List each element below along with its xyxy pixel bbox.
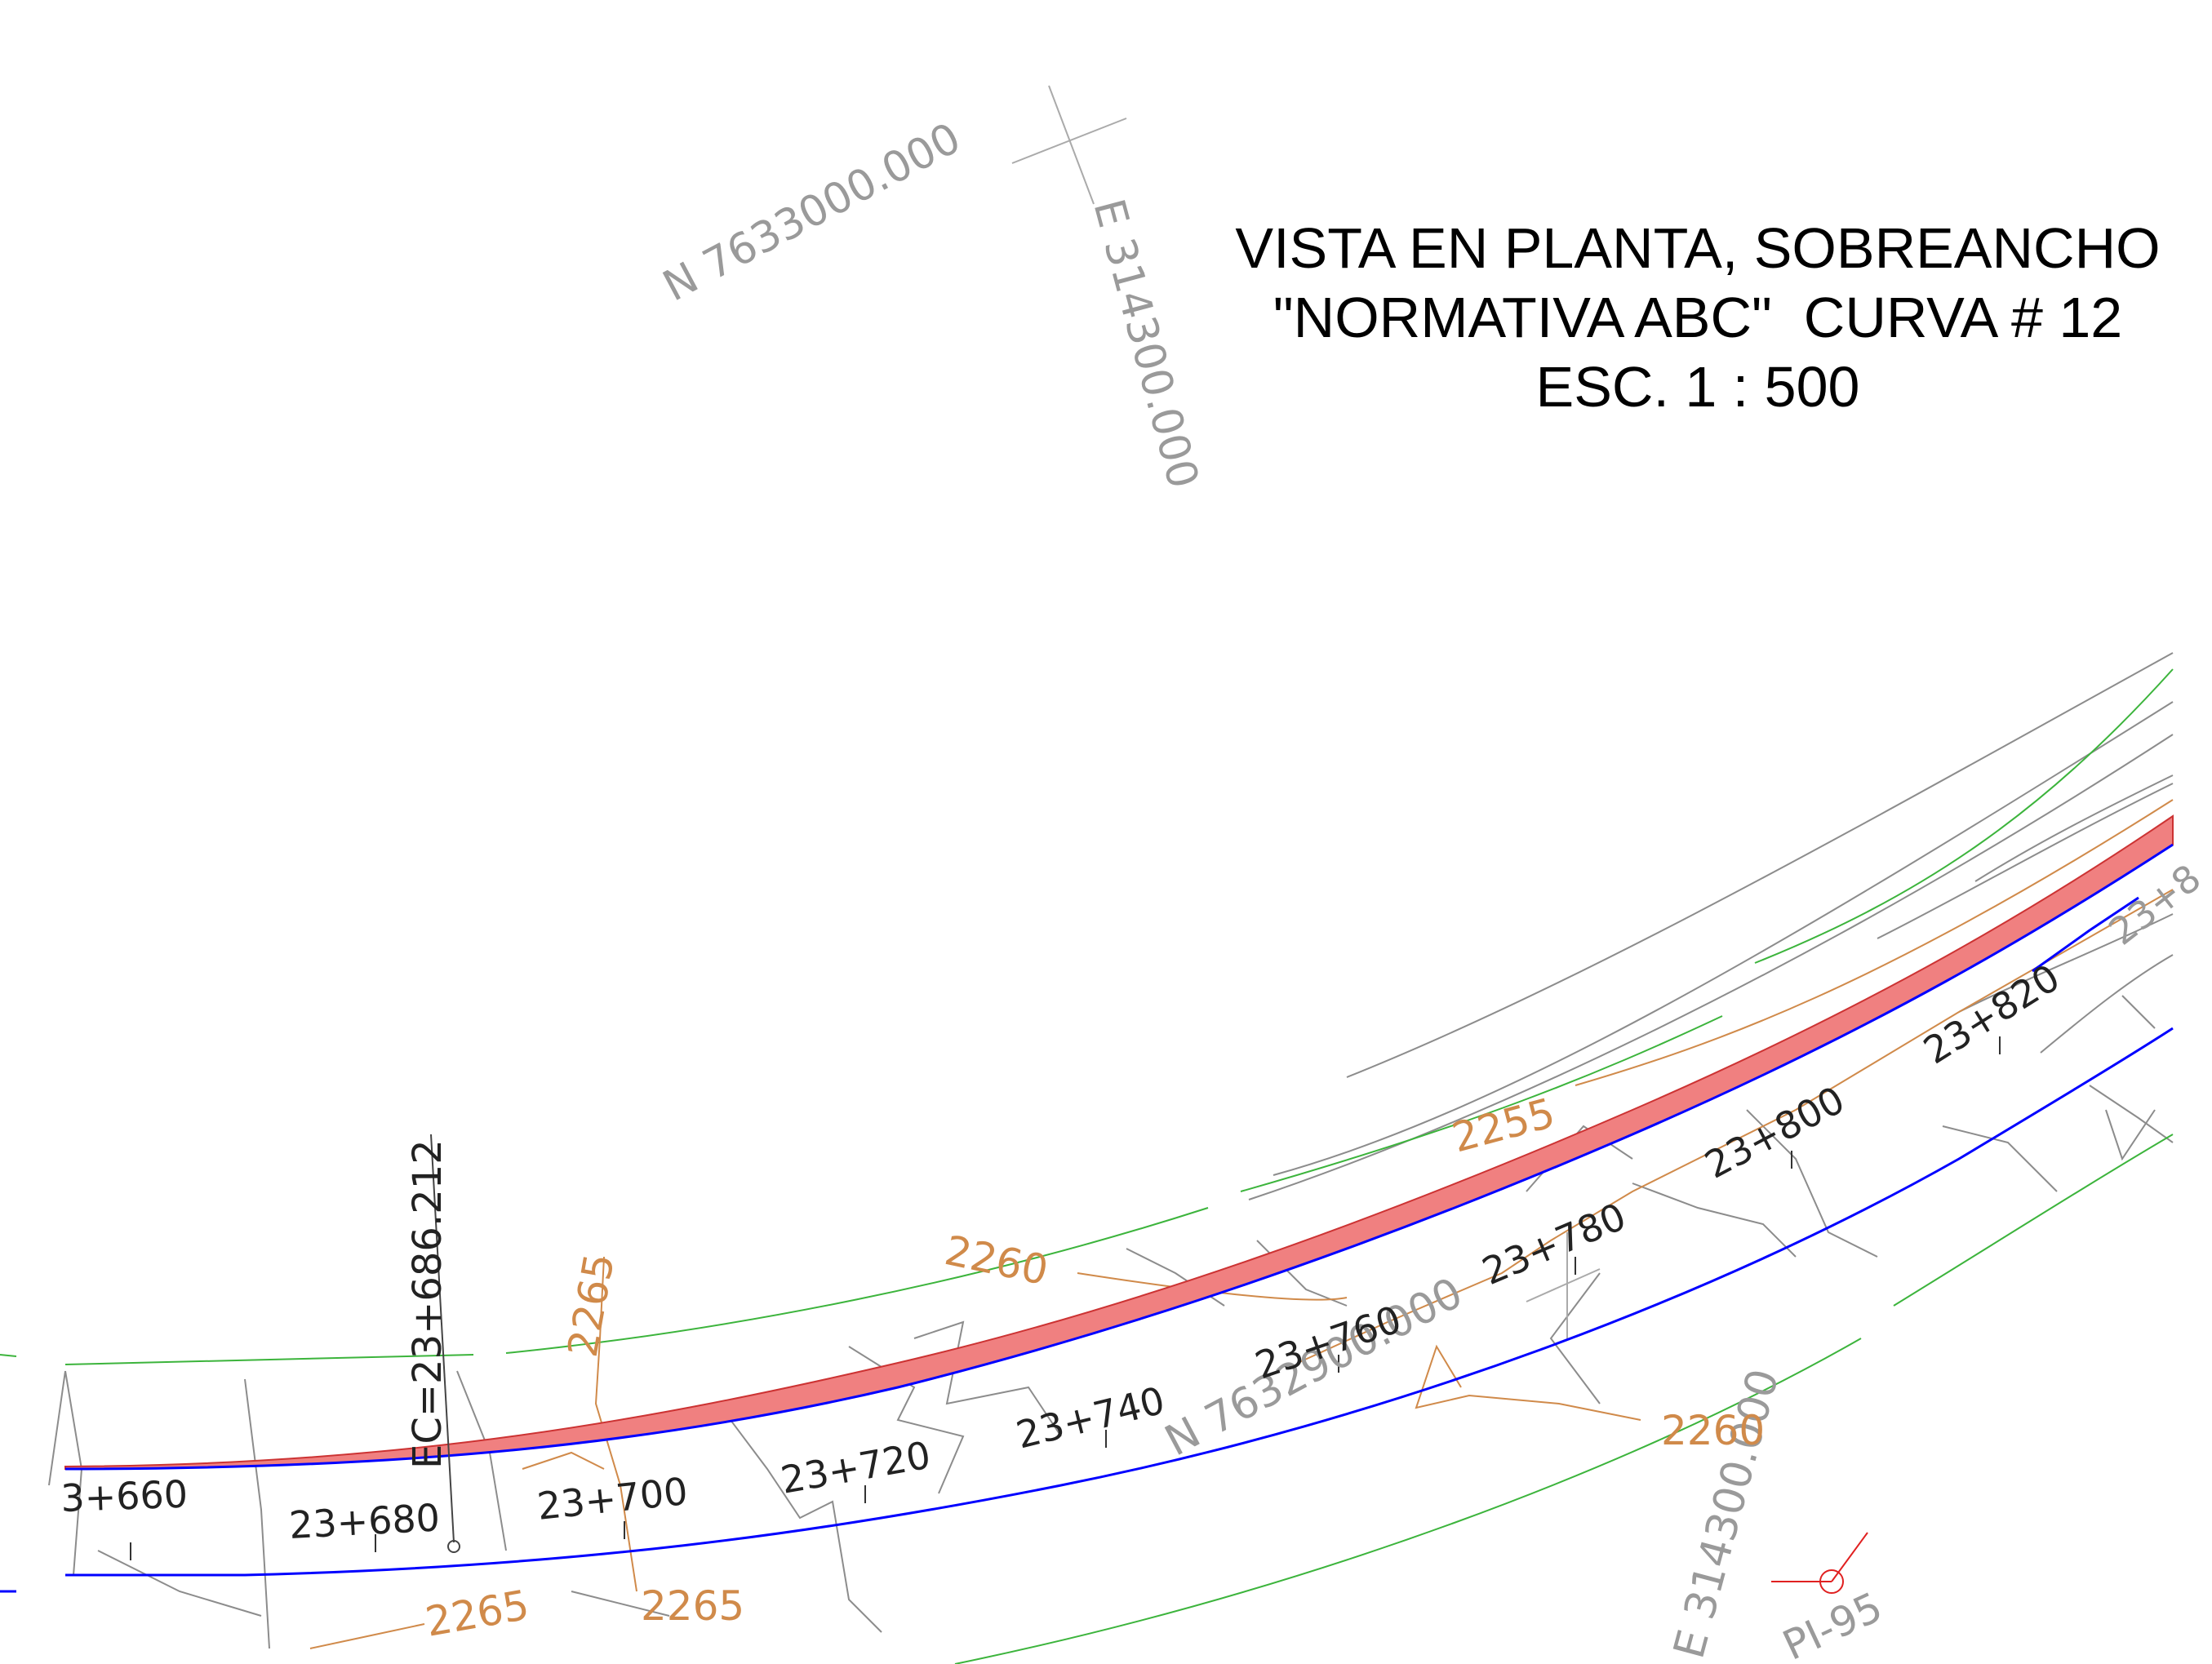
grid-crosshairs	[1011, 85, 1601, 1338]
contour-label-2265-vertical: 2265	[559, 1250, 624, 1360]
station-label-23700: 23+700	[535, 1469, 691, 1529]
station-label-23720: 23+720	[778, 1433, 934, 1502]
curve-marker	[430, 1134, 460, 1553]
north-coordinate-top: N 7633000.000	[655, 113, 969, 311]
pi-label: PI-95	[1776, 1583, 1890, 1664]
pi-symbol	[1771, 1532, 1868, 1594]
station-label-23680: 23+680	[288, 1495, 441, 1547]
title-line-2: "NORMATIVA ABC" CURVA # 12	[1273, 286, 2123, 349]
contour-label-2260-lower: 2260	[1661, 1407, 1765, 1454]
title-line-3: ESC. 1 : 500	[1535, 355, 1860, 419]
offset-lines	[0, 668, 2174, 1664]
terrain-lines	[48, 652, 2174, 1649]
drawing-title: VISTA EN PLANTA, SOBREANCHO "NORMATIVA A…	[1184, 214, 2212, 422]
station-ticks	[130, 1036, 2001, 1560]
station-label-23780: 23+780	[1476, 1194, 1632, 1293]
contour-lines	[309, 799, 2174, 1649]
widening-area	[64, 814, 2174, 1471]
contour-label-2265-left: 2265	[422, 1582, 532, 1646]
station-label-23740: 23+740	[1012, 1378, 1169, 1458]
title-line-1: VISTA EN PLANTA, SOBREANCHO	[1235, 216, 2161, 280]
contour-label-2260-upper: 2260	[941, 1227, 1053, 1294]
road-edges	[0, 843, 2174, 1593]
contour-label-2265-right: 2265	[641, 1582, 744, 1630]
curve-marker-label: EC=23+686.212	[405, 1139, 451, 1469]
station-label-3660: 3+660	[60, 1472, 188, 1520]
